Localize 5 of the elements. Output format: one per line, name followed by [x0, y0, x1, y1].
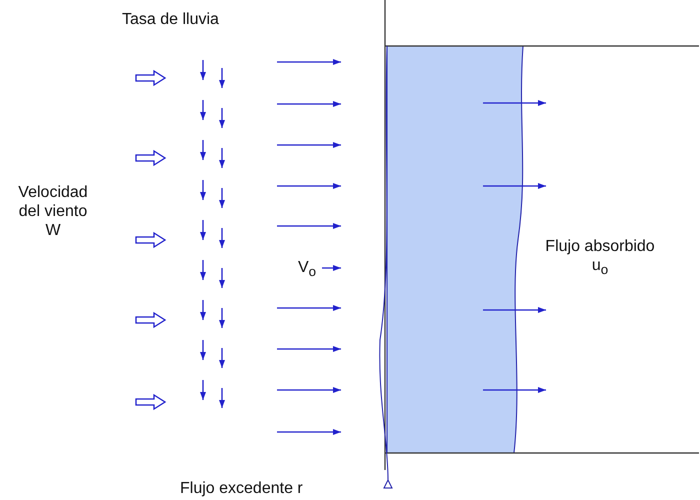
wind-speed-label: Velocidad del viento W — [17, 183, 89, 240]
excess-flow-label: Flujo excedente r — [180, 479, 304, 498]
absorbed-flow-label: Flujo absorbido u$_{o}$ — [544, 237, 656, 280]
rain-rate-label: Tasa de lluvia — [122, 10, 220, 29]
velocity-label: V$_{o}$ — [298, 258, 318, 282]
